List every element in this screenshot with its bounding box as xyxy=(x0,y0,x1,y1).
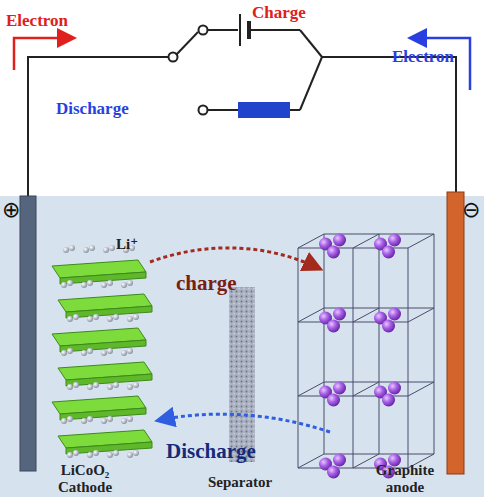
anode-label: Graphite anode xyxy=(362,462,448,495)
electron-label: Electron xyxy=(392,48,454,67)
discharge-arrow-label: Discharge xyxy=(166,440,256,463)
separator-label: Separator xyxy=(208,474,272,491)
battery-plate xyxy=(239,14,241,46)
battery-plate xyxy=(247,21,251,39)
electron-label: Electron xyxy=(6,12,68,31)
anode-collector xyxy=(447,192,464,474)
cathode-collector xyxy=(20,196,36,471)
charge-arrow-label: charge xyxy=(176,272,237,295)
discharge-label: Discharge xyxy=(56,100,129,119)
positive-sign: ⊕ xyxy=(2,198,20,222)
charge-label: Charge xyxy=(252,4,306,23)
separator xyxy=(229,287,255,462)
ion-label: Li⁺ xyxy=(116,236,138,253)
negative-sign: ⊖ xyxy=(462,198,480,222)
resistor-symbol xyxy=(238,102,290,118)
cathode-label: LiCoO₂ Cathode xyxy=(40,462,130,495)
